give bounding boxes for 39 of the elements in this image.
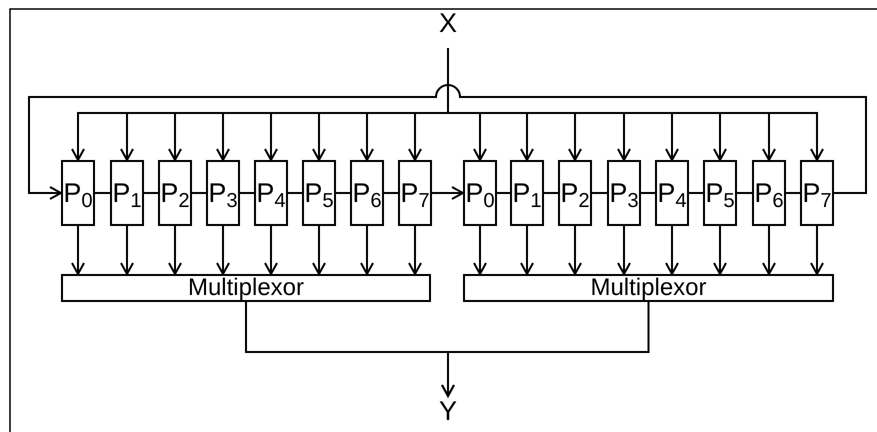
signal-label: Y (436, 396, 460, 426)
processor-box: P$_{5}$ (703, 160, 737, 226)
arrow (432, 186, 464, 200)
processor-box: P$_{1}$ (510, 160, 544, 226)
arrow (568, 226, 582, 275)
processor-box: P$_{3}$ (607, 160, 641, 226)
processor-box: P$_{3}$ (206, 160, 240, 226)
processor-box: P$_{5}$ (302, 160, 336, 226)
arrow (713, 226, 727, 275)
arrow (71, 226, 85, 275)
processor-box: P$_{2}$ (158, 160, 192, 226)
arrow (810, 226, 824, 275)
arrow (168, 226, 182, 275)
arrow (617, 226, 631, 275)
arrow (520, 226, 534, 275)
arrow (441, 302, 650, 397)
processor-box: P$_{4}$ (254, 160, 288, 226)
arrow (762, 226, 776, 275)
processor-box: P$_{7}$ (398, 160, 432, 226)
processor-box: P$_{7}$ (800, 160, 834, 226)
arrow (360, 226, 374, 275)
arrow (120, 226, 134, 275)
processor-box: P$_{2}$ (558, 160, 592, 226)
processor-box: P$_{0}$ (463, 160, 497, 226)
arrow (665, 226, 679, 275)
processor-box: P$_{4}$ (655, 160, 689, 226)
processor-box: P$_{0}$ (61, 160, 95, 226)
processor-box: P$_{6}$ (752, 160, 786, 226)
multiplexor-box: Multiplexor (61, 274, 431, 302)
arrow (264, 226, 278, 275)
arrow (216, 226, 230, 275)
processor-box: P$_{1}$ (110, 160, 144, 226)
processor-box: P$_{6}$ (350, 160, 384, 226)
signal-label: X (436, 6, 460, 40)
arrow (312, 226, 326, 275)
arrow (28, 85, 867, 200)
arrow (473, 226, 487, 275)
arrow (408, 226, 422, 275)
multiplexor-box: Multiplexor (463, 274, 834, 302)
